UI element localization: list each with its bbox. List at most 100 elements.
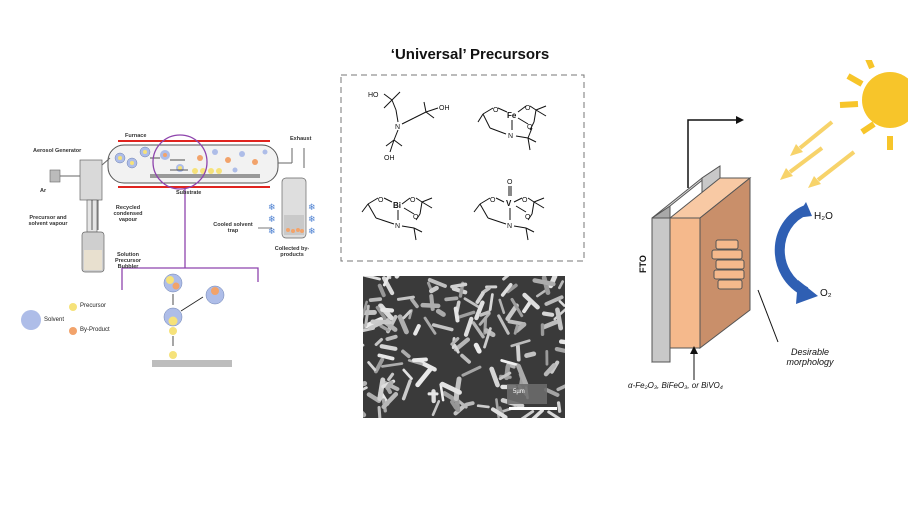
highlight-circle xyxy=(152,134,208,190)
v-o3: O xyxy=(525,214,531,221)
sem-rod xyxy=(385,380,394,391)
sem-rod xyxy=(397,314,409,335)
water-oxidation-arrow xyxy=(774,205,809,297)
sem-rod xyxy=(375,305,387,320)
sem-rod xyxy=(410,297,419,309)
fe-o3: O xyxy=(527,124,533,131)
label-substrate: Substrate xyxy=(176,190,202,196)
ligand-structure xyxy=(383,91,439,153)
sem-rod xyxy=(442,391,458,403)
svg-text:❄: ❄ xyxy=(268,202,276,212)
sem-rod xyxy=(381,362,404,368)
sem-rod xyxy=(385,334,398,342)
sem-rod xyxy=(368,297,383,302)
scale-bar xyxy=(509,407,557,410)
fe-o1: O xyxy=(493,107,499,114)
sem-rod xyxy=(396,295,415,301)
morphology-blocks xyxy=(711,239,745,290)
sem-rod xyxy=(556,384,565,392)
circuit-wire xyxy=(687,119,736,188)
page-title: ‘Universal’ Precursors xyxy=(390,46,550,63)
sem-rod xyxy=(435,308,446,317)
sem-rod xyxy=(377,377,386,402)
sem-rod xyxy=(498,298,506,314)
sem-rod xyxy=(373,357,385,374)
bi-o2: O xyxy=(410,197,416,204)
sem-rod xyxy=(536,289,547,298)
sem-rod xyxy=(544,295,564,306)
sem-rod xyxy=(516,363,529,387)
sem-rod xyxy=(402,309,412,320)
sem-rod xyxy=(444,296,459,302)
sem-rod xyxy=(483,327,492,349)
absorber-layer-front xyxy=(669,217,701,349)
sem-rod xyxy=(500,282,513,297)
deposition-mechanism xyxy=(152,273,232,367)
sem-rod xyxy=(471,321,485,339)
ligand-oh-right: OH xyxy=(439,105,450,112)
sem-rod xyxy=(456,310,476,320)
label-ar: Ar xyxy=(40,188,47,194)
sem-rod xyxy=(439,381,462,395)
sem-micrograph xyxy=(363,276,565,418)
sem-rod xyxy=(497,314,510,335)
sem-rod xyxy=(558,299,565,307)
precursor-structures: HO OH N OH O Fe O O N xyxy=(340,74,585,262)
sem-rod xyxy=(450,399,458,410)
sem-rod xyxy=(380,307,395,313)
sem-rod xyxy=(453,337,471,352)
sem-rod xyxy=(379,344,398,351)
sem-rod xyxy=(428,285,439,294)
sem-rod xyxy=(411,357,428,363)
ligand-ho-top: HO xyxy=(368,92,379,99)
zoom-bracket xyxy=(121,267,259,290)
bi-complex-structure xyxy=(361,197,433,241)
sem-rod xyxy=(401,349,411,359)
sem-rod xyxy=(415,367,433,388)
sem-rod xyxy=(382,276,390,287)
sem-rod xyxy=(363,386,368,391)
fto-label: FTO xyxy=(638,255,648,273)
sem-rod xyxy=(463,316,474,337)
collected-byproduct-dots xyxy=(286,228,304,233)
sem-rod xyxy=(481,286,491,295)
substrate-base xyxy=(152,360,232,367)
sem-rod xyxy=(558,339,565,345)
h2o-label: H₂O xyxy=(814,211,833,222)
legend-solvent-marker xyxy=(21,310,41,330)
v-oxo: O xyxy=(507,179,513,186)
sem-rod xyxy=(489,366,500,388)
sem-rod xyxy=(541,311,555,317)
label-precursor-solvent-vapour: Precursor and solvent vapour xyxy=(28,215,68,227)
sem-rod xyxy=(366,392,382,404)
sem-rod xyxy=(420,302,441,309)
svg-text:❄: ❄ xyxy=(308,202,316,212)
label-solution-precursor-bubbler: Solution Precursor Bubbler xyxy=(115,252,141,270)
sem-rod xyxy=(387,372,395,382)
svg-text:❄: ❄ xyxy=(268,214,276,224)
sem-rod xyxy=(544,387,560,397)
sem-rod xyxy=(451,286,468,295)
sem-rod xyxy=(363,300,368,320)
sem-rod xyxy=(473,342,482,354)
fe-complex-structure xyxy=(477,105,547,151)
sem-rod xyxy=(476,404,490,409)
sem-rod xyxy=(547,410,561,418)
sem-rod xyxy=(453,306,460,323)
ligand-oh-bottom: OH xyxy=(384,155,395,162)
label-aerosol-generator: Aerosol Generator xyxy=(33,148,82,154)
materials-label: α-Fe₂O₃, BiFeO₃, or BiVO₄ xyxy=(628,381,723,390)
morphology-label: Desirable morphology xyxy=(786,347,834,367)
v-o1: O xyxy=(490,197,496,204)
sem-rod xyxy=(460,353,471,364)
sem-rod xyxy=(498,371,512,381)
fto-layer xyxy=(651,217,671,363)
sem-rod xyxy=(543,363,557,377)
label-exhaust: Exhaust xyxy=(290,136,312,142)
photoelectrode-device xyxy=(651,60,908,380)
sem-rod xyxy=(377,405,382,418)
sem-rod xyxy=(474,300,485,321)
bi-o3: O xyxy=(413,214,419,221)
sem-rod xyxy=(500,359,520,367)
sem-rod xyxy=(374,337,384,347)
